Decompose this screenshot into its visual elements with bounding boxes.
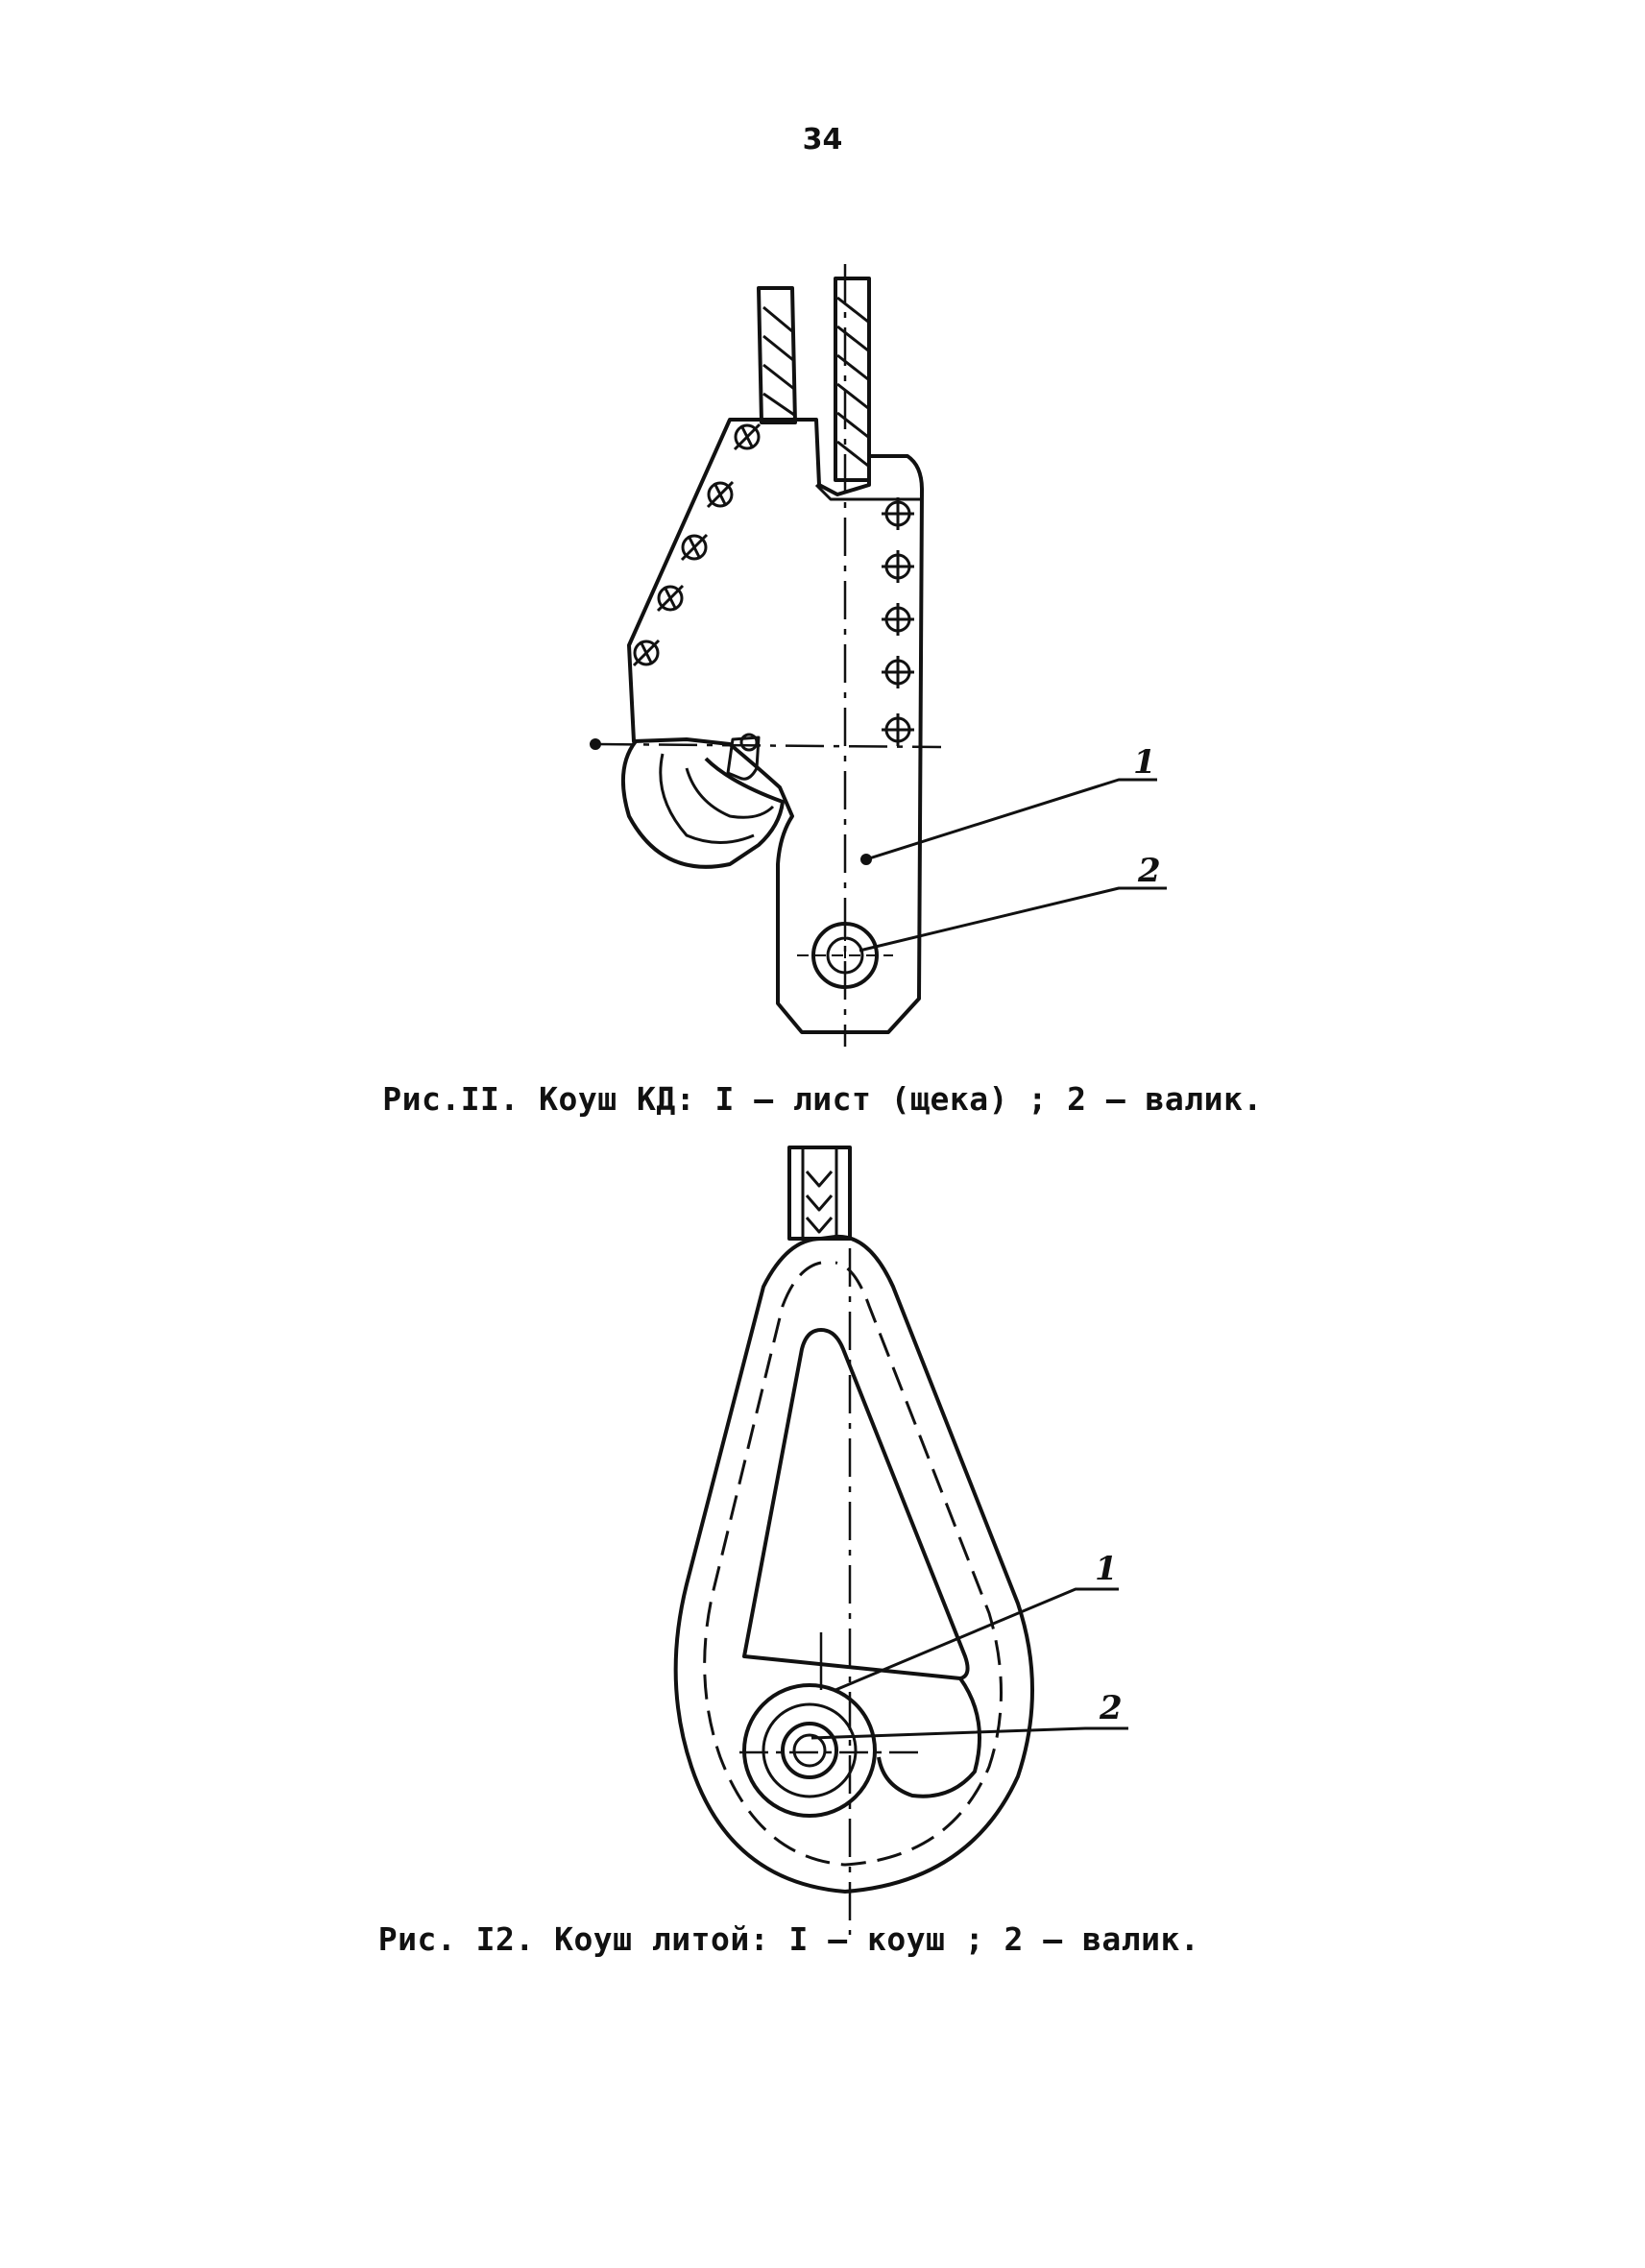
rope-left xyxy=(757,286,797,424)
caption-figure-12: Рис. I2. Коуш литой: I – коуш ; 2 – вали… xyxy=(377,1920,1200,1958)
callout-2-fig12: 2 xyxy=(1099,1689,1123,1727)
pin-fig11 xyxy=(797,912,893,999)
thimble-window xyxy=(742,1328,970,1680)
rope-fig12 xyxy=(787,1146,852,1241)
caption-figure-11: Рис.II. Коуш КД: I – лист (щека) ; 2 – в… xyxy=(382,1080,1263,1118)
bolts-left xyxy=(632,422,762,667)
page-number: 34 xyxy=(802,123,843,157)
figure-12-drawing: 1 2 xyxy=(673,1146,1128,1935)
callout-2-fig11: 2 xyxy=(1137,852,1161,890)
thimble-outer xyxy=(673,1234,1034,1894)
pin-fig12 xyxy=(742,1683,877,1818)
callout-1-fig11: 1 xyxy=(1133,743,1156,782)
bolts-right xyxy=(882,497,914,746)
callout-1-fig12: 1 xyxy=(1095,1550,1118,1588)
sheave xyxy=(620,739,785,869)
figure-11-drawing: 1 2 xyxy=(590,264,1167,1047)
plate-outline xyxy=(627,418,924,1034)
